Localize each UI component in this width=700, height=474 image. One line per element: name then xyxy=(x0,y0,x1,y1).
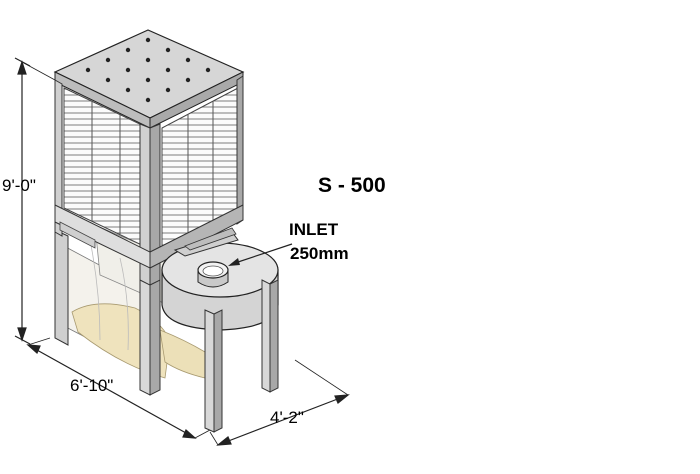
width-dimension-label: 6'-10" xyxy=(70,376,114,395)
blower-legs xyxy=(204,279,279,433)
depth-dimension xyxy=(209,359,350,446)
frame-band xyxy=(54,204,244,269)
inlet-leader xyxy=(228,243,293,266)
model-label: S - 500 xyxy=(318,174,386,197)
height-dimension-label: 9'-0" xyxy=(2,176,36,195)
height-dimension xyxy=(14,57,56,345)
inlet-label: INLET xyxy=(289,220,339,239)
leg-back-left xyxy=(54,229,69,346)
inlet-collar xyxy=(197,261,229,288)
filter-cartridges-left xyxy=(63,87,149,249)
top-plate-holes xyxy=(85,37,211,103)
inlet-size-label: 250mm xyxy=(290,244,349,263)
depth-dimension-label: 4'-2" xyxy=(270,408,304,427)
blower-housing xyxy=(161,227,279,360)
leg-front-left xyxy=(139,279,161,396)
filter-cartridges-right xyxy=(161,87,239,249)
width-dimension xyxy=(26,337,211,439)
